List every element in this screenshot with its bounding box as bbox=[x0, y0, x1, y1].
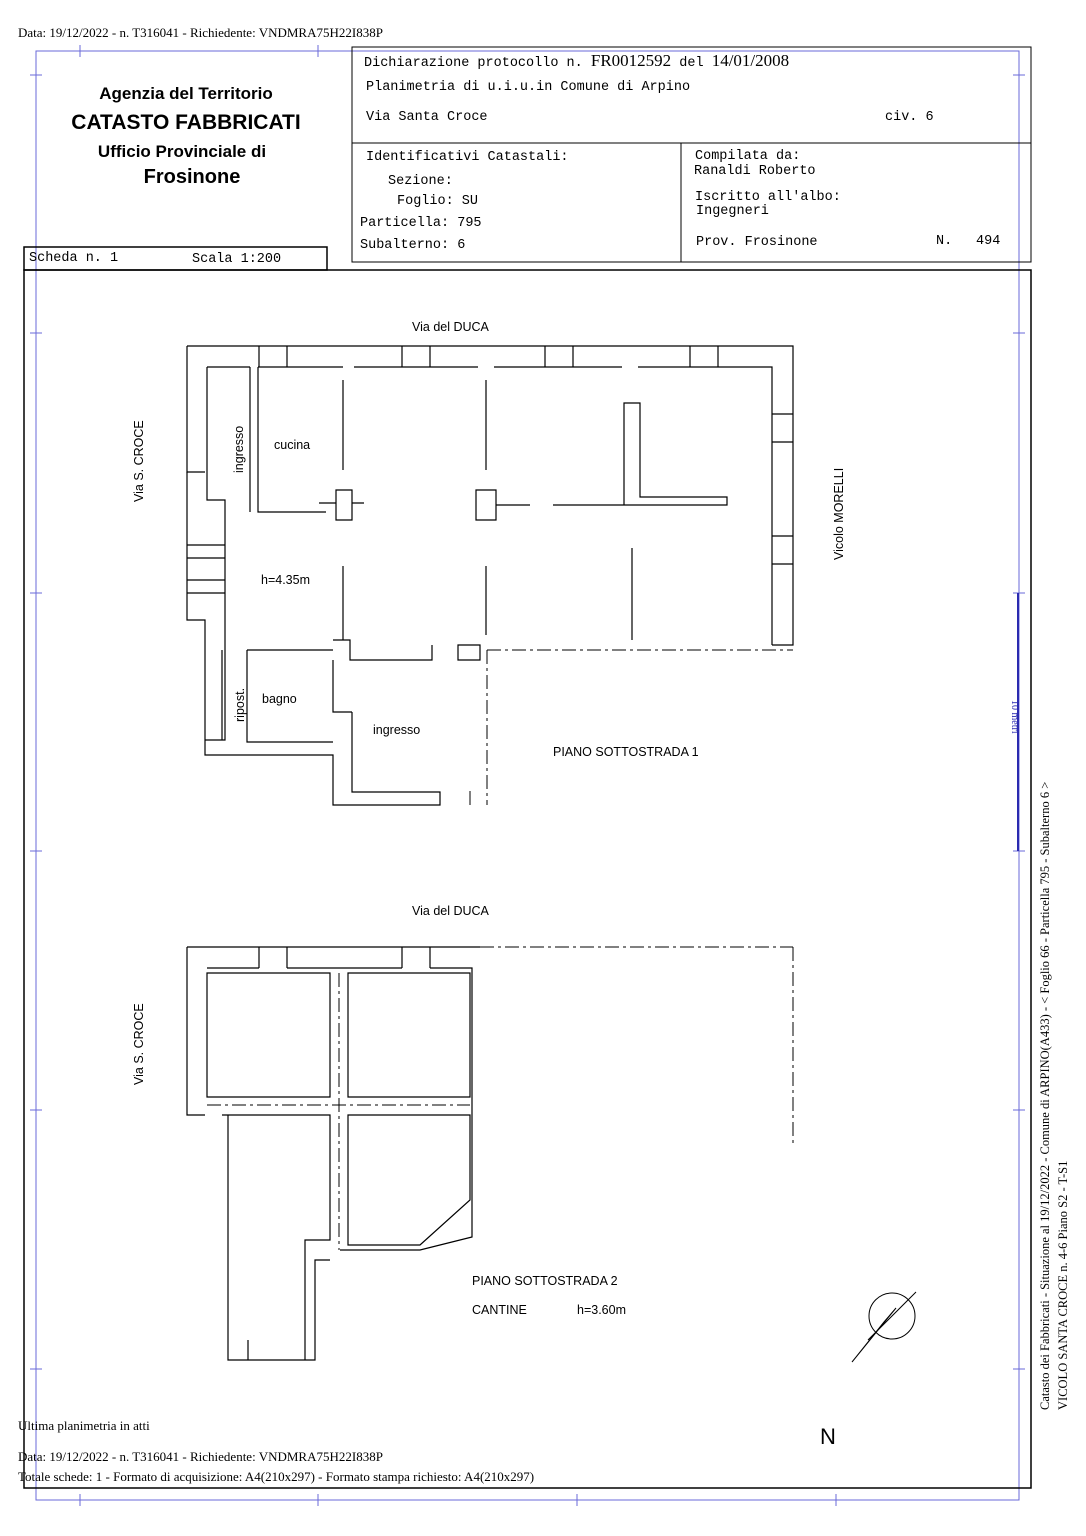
request-header: Data: 19/12/2022 - n. T316041 - Richiede… bbox=[18, 25, 383, 40]
office-province: Frosinone bbox=[143, 166, 241, 188]
room-label: ingresso bbox=[373, 723, 420, 737]
room-label: bagno bbox=[262, 692, 297, 706]
declaration-del: del bbox=[679, 56, 704, 71]
compiler-name: Ranaldi Roberto bbox=[694, 164, 816, 179]
scale-bar-label: 10 metri bbox=[1009, 700, 1020, 734]
floor-plan-2 bbox=[186, 946, 794, 1361]
footer-totale: Totale schede: 1 - Formato di acquisizio… bbox=[18, 1469, 535, 1484]
albo-number-label: N. bbox=[936, 234, 953, 249]
foglio: Foglio: SU bbox=[397, 194, 479, 209]
drawing-frame bbox=[23, 269, 1032, 1489]
agency-name: Agenzia del Territorio bbox=[99, 84, 273, 103]
address: Via Santa Croce bbox=[366, 110, 488, 125]
street-label: Via del DUCA bbox=[412, 320, 490, 334]
catasto-title: CATASTO FABBRICATI bbox=[71, 111, 301, 134]
planimetria-line: Planimetria di u.i.u.in Comune di Arpino bbox=[366, 80, 691, 95]
street-label: Via del DUCA bbox=[412, 904, 490, 918]
north-arrow-icon bbox=[851, 1291, 917, 1363]
sezione: Sezione: bbox=[388, 174, 453, 189]
plan-title: PIANO SOTTOSTRADA 2 bbox=[472, 1274, 618, 1288]
side-caption-line1: Catasto dei Fabbricati - Situazione al 1… bbox=[1038, 782, 1052, 1410]
plan-title: PIANO SOTTOSTRADA 1 bbox=[553, 745, 699, 759]
protocol-number: FR0012592 bbox=[590, 51, 672, 70]
declaration-date: 14/01/2008 bbox=[711, 51, 790, 70]
albo-value: Ingegneri bbox=[696, 204, 769, 219]
province: Prov. Frosinone bbox=[696, 235, 818, 250]
scheda-box bbox=[23, 246, 328, 271]
particella: Particella: 795 bbox=[360, 216, 482, 231]
room-label: CANTINE bbox=[472, 1303, 527, 1317]
room-label: ripost. bbox=[233, 688, 247, 722]
albo-label: Iscritto all'albo: bbox=[695, 190, 841, 205]
ultima-planimetria: Ultima planimetria in atti bbox=[18, 1418, 150, 1433]
side-caption-line2: VICOLO SANTA CROCE n. 4-6 Piano S2 - T-S… bbox=[1056, 1161, 1070, 1410]
floor-plan-1 bbox=[186, 345, 794, 806]
footer-request: Data: 19/12/2022 - n. T316041 - Richiede… bbox=[18, 1449, 383, 1464]
scale: Scala 1:200 bbox=[192, 252, 282, 267]
street-label: Vicolo MORELLI bbox=[832, 468, 846, 560]
scheda-number: Scheda n. 1 bbox=[29, 251, 119, 266]
street-label: Via S. CROCE bbox=[132, 1003, 146, 1085]
declaration-prefix: Dichiarazione protocollo n. bbox=[364, 56, 583, 71]
albo-number: 494 bbox=[976, 234, 1001, 249]
street-label: Via S. CROCE bbox=[132, 420, 146, 502]
room-label: ingresso bbox=[232, 426, 246, 473]
subalterno: Subalterno: 6 bbox=[360, 238, 466, 253]
civic-number: civ. 6 bbox=[885, 110, 934, 125]
room-label: cucina bbox=[274, 438, 310, 452]
crop-ticks bbox=[30, 45, 1025, 1506]
compilata-label: Compilata da: bbox=[695, 149, 801, 164]
header-box bbox=[351, 46, 1032, 263]
room-label: h=4.35m bbox=[261, 573, 310, 587]
office-label: Ufficio Provinciale di bbox=[97, 142, 267, 161]
declaration-line: Dichiarazione protocollo n. FR0012592 de… bbox=[364, 51, 789, 71]
identificativi-title: Identificativi Catastali: bbox=[366, 150, 569, 165]
north-label: N bbox=[820, 1424, 836, 1449]
room-label: h=3.60m bbox=[577, 1303, 626, 1317]
